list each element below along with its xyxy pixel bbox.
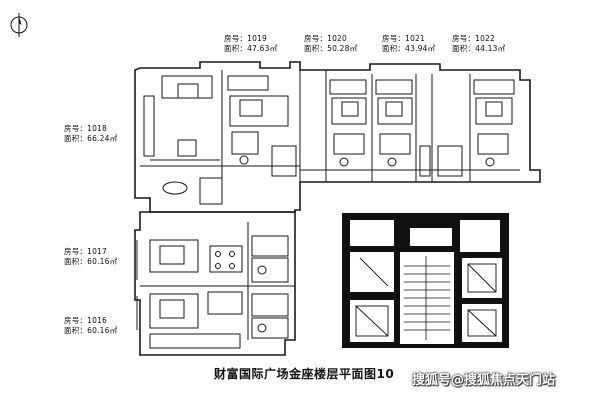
unit-label-1019: 房号：1019 面积：47.63㎡: [224, 34, 277, 54]
unit-area: 面积：43.94㎡: [382, 44, 436, 53]
plan-caption: 财富国际广场金座楼层平面图10: [214, 365, 394, 382]
unit-label-1022: 房号：1022 面积：44.13㎡: [452, 34, 505, 54]
elevator-icon: [355, 257, 497, 337]
unit-area: 面积：47.63㎡: [224, 44, 278, 53]
caption-suffix: 10: [376, 367, 395, 381]
unit-area: 面积：50.28㎡: [304, 44, 358, 53]
unit-area: 面积：44.13㎡: [452, 44, 506, 53]
unit-label-1017: 房号：1017 面积：60.16㎡: [64, 247, 117, 267]
watermark: 搜狐号@搜狐焦点天门站: [412, 373, 556, 388]
staircase-icon: [404, 256, 450, 340]
unit-number: 房号：1021: [382, 34, 425, 43]
unit-number: 房号：1022: [452, 34, 495, 43]
unit-number: 房号：1020: [304, 34, 347, 43]
north-arrow-icon: [10, 13, 28, 37]
unit-number: 房号：1016: [64, 316, 107, 325]
unit-label-1021: 房号：1021 面积：43.94㎡: [382, 34, 435, 54]
unit-area: 面积：60.16㎡: [64, 326, 118, 335]
unit-label-1018: 房号：1018 面积：66.24㎡: [64, 124, 117, 144]
unit-area: 面积：66.24㎡: [64, 134, 118, 143]
unit-area: 面积：60.16㎡: [64, 257, 118, 266]
unit-number: 房号：1017: [64, 247, 107, 256]
caption-title: 财富国际广场金座楼层平面图: [214, 367, 377, 381]
unit-label-1020: 房号：1020 面积：50.28㎡: [304, 34, 357, 54]
unit-label-1016: 房号：1016 面积：60.16㎡: [64, 316, 117, 336]
unit-number: 房号：1019: [224, 34, 267, 43]
unit-number: 房号：1018: [64, 124, 107, 133]
core-area: [342, 213, 509, 348]
